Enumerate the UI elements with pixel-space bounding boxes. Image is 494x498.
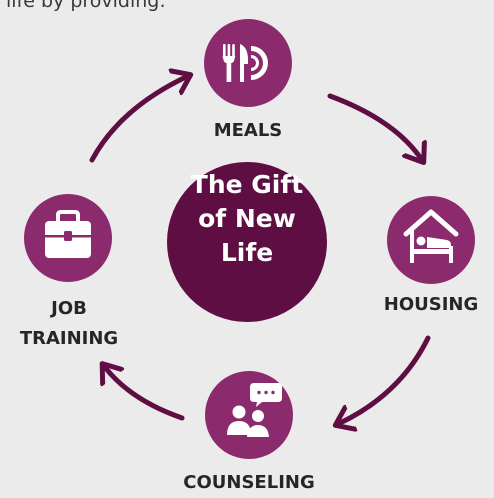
center-title: The Gift of New Life: [172, 168, 322, 270]
arrow-job-training-to-meals: [89, 76, 188, 163]
job-training-label-line1: JOB: [51, 298, 87, 319]
counseling-label: COUNSELING: [183, 472, 315, 493]
meals-label: MEALS: [213, 120, 283, 141]
arrow-housing-to-counseling: [338, 335, 431, 424]
housing-node: [387, 196, 475, 284]
counseling-node: [205, 371, 293, 459]
meals-node: [204, 19, 292, 107]
job-training-label-line2: TRAINING: [19, 328, 119, 349]
people-chat-icon: [227, 383, 282, 437]
job-training-label: JOB TRAINING: [10, 294, 128, 354]
fork-knife-plate-icon: [222, 44, 268, 82]
intro-text: life by providing:: [6, 0, 166, 12]
center-circle: [167, 162, 327, 322]
toolbox-icon: [45, 210, 91, 258]
housing-label: HOUSING: [383, 294, 479, 315]
center-title-line1: The Gift: [190, 170, 304, 199]
arrow-meals-to-housing: [327, 93, 422, 160]
house-bed-icon: [403, 209, 459, 263]
center-title-line2: of New: [198, 204, 296, 233]
center-title-line3: Life: [220, 238, 274, 267]
arrow-counseling-to-job-training: [104, 366, 185, 421]
job-training-node: [24, 194, 112, 282]
